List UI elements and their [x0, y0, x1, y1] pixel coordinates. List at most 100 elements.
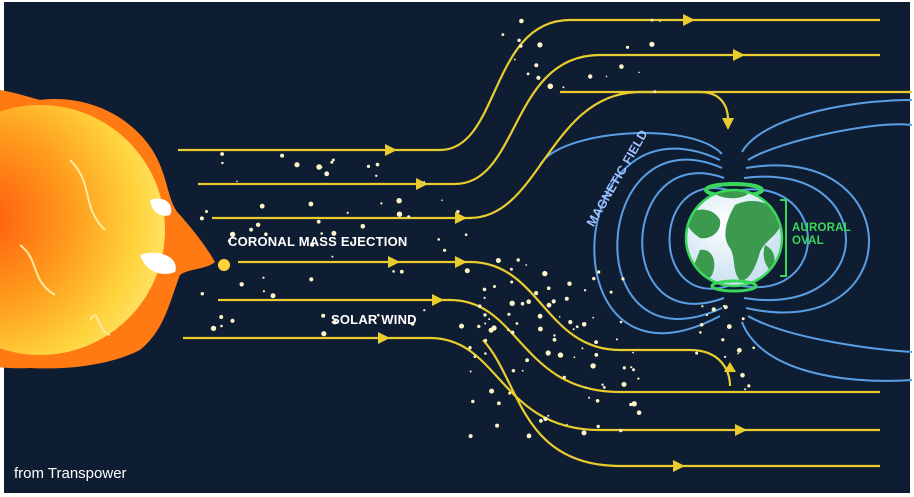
field-line [741, 188, 809, 289]
particle-dot [510, 330, 515, 335]
particle-dot [236, 180, 238, 183]
particle-dot [546, 286, 551, 291]
particle-dot [609, 290, 613, 294]
particle-dot [736, 347, 742, 353]
particle-dot [346, 211, 349, 214]
particle-dot [562, 86, 565, 89]
particle-dot [423, 309, 426, 312]
image-credit: from Transpower [14, 465, 127, 482]
particle-dot [581, 430, 587, 436]
particle-dot [659, 20, 661, 22]
particle-dot [594, 353, 599, 357]
particle-dot [605, 75, 608, 78]
particle-dot [331, 230, 337, 236]
particle-dot [501, 33, 505, 36]
particle-dot [375, 174, 378, 177]
particle-dot [330, 160, 334, 164]
particle-dot [596, 424, 600, 429]
particle-dot [601, 383, 604, 386]
particle-dot [520, 301, 525, 306]
particle-dot [515, 322, 519, 325]
particle-dot [521, 369, 524, 372]
arrow-icon [724, 362, 736, 372]
flow-arrows [378, 14, 747, 472]
particle-dot [537, 313, 543, 319]
streamline [212, 90, 730, 220]
field-line [741, 99, 913, 153]
particle-dot [699, 331, 702, 334]
particle-dot [525, 358, 529, 363]
particle-dot [331, 255, 334, 258]
particle-dot [622, 366, 626, 370]
particle-dot [592, 316, 595, 319]
particle-dot [588, 396, 591, 399]
field-line [743, 175, 847, 301]
particle-dot [468, 434, 473, 439]
particle-dot [553, 334, 556, 337]
particle-dot [538, 326, 543, 332]
particle-dot [507, 329, 509, 332]
particle-dot [637, 377, 640, 380]
particle-dot [375, 162, 380, 167]
particle-dot [551, 299, 556, 304]
particle-dot [705, 313, 709, 317]
auroral-oval-label: AURORAL OVAL [792, 222, 851, 247]
particle-dot [219, 315, 224, 319]
arrow-icon [388, 256, 400, 268]
particle-dot [497, 401, 501, 406]
streamline [482, 339, 880, 468]
particle-dot [459, 323, 464, 329]
particle-dot [477, 304, 482, 309]
particle-dot [581, 322, 587, 327]
coronal-mass-ejection-label: CORONAL MASS EJECTION [228, 234, 408, 249]
particle-dot [526, 433, 532, 439]
arrow-icon [673, 460, 685, 472]
particle-dot [558, 315, 561, 318]
particle-dot [482, 287, 487, 292]
particle-dot [625, 45, 630, 49]
particle-dot [547, 83, 554, 90]
particle-dot [249, 227, 254, 232]
particle-dot [564, 296, 569, 301]
particle-dot [724, 355, 727, 358]
particle-dot [711, 307, 716, 312]
particle-dot [332, 320, 337, 325]
particle-dot [423, 181, 426, 183]
particle-dot [567, 281, 572, 286]
particle-dot [557, 352, 564, 358]
particle-dot [511, 369, 516, 373]
particle-dot [539, 419, 543, 423]
particle-dot [259, 203, 265, 209]
particle-dot [308, 201, 314, 207]
particle-dot [221, 161, 224, 165]
particle-dot [516, 258, 520, 262]
particle-dot [495, 258, 501, 263]
particle-dot [484, 338, 488, 343]
particle-dot [484, 352, 487, 355]
particle-dot [320, 232, 324, 235]
particle-dot [741, 317, 745, 321]
arrow-icon [378, 332, 390, 344]
particle-dot [562, 375, 566, 379]
streamline [218, 298, 880, 394]
particle-dot [350, 241, 353, 244]
particle-dot [594, 340, 598, 344]
arrow-icon [722, 118, 734, 130]
particle-dot [534, 63, 539, 68]
field-line [539, 132, 723, 166]
field-line [641, 172, 725, 305]
streamline [183, 336, 880, 432]
field-line [616, 158, 723, 320]
particle-dot [407, 215, 411, 219]
field-line [747, 315, 913, 353]
particle-dot [264, 232, 268, 236]
particle-dot [483, 296, 486, 299]
particle-dot [396, 211, 403, 217]
arrow-icon [735, 424, 747, 436]
particle-dot [392, 270, 395, 273]
particle-dot [437, 238, 441, 241]
particle-dot [650, 18, 654, 22]
particle-dot [456, 210, 460, 214]
